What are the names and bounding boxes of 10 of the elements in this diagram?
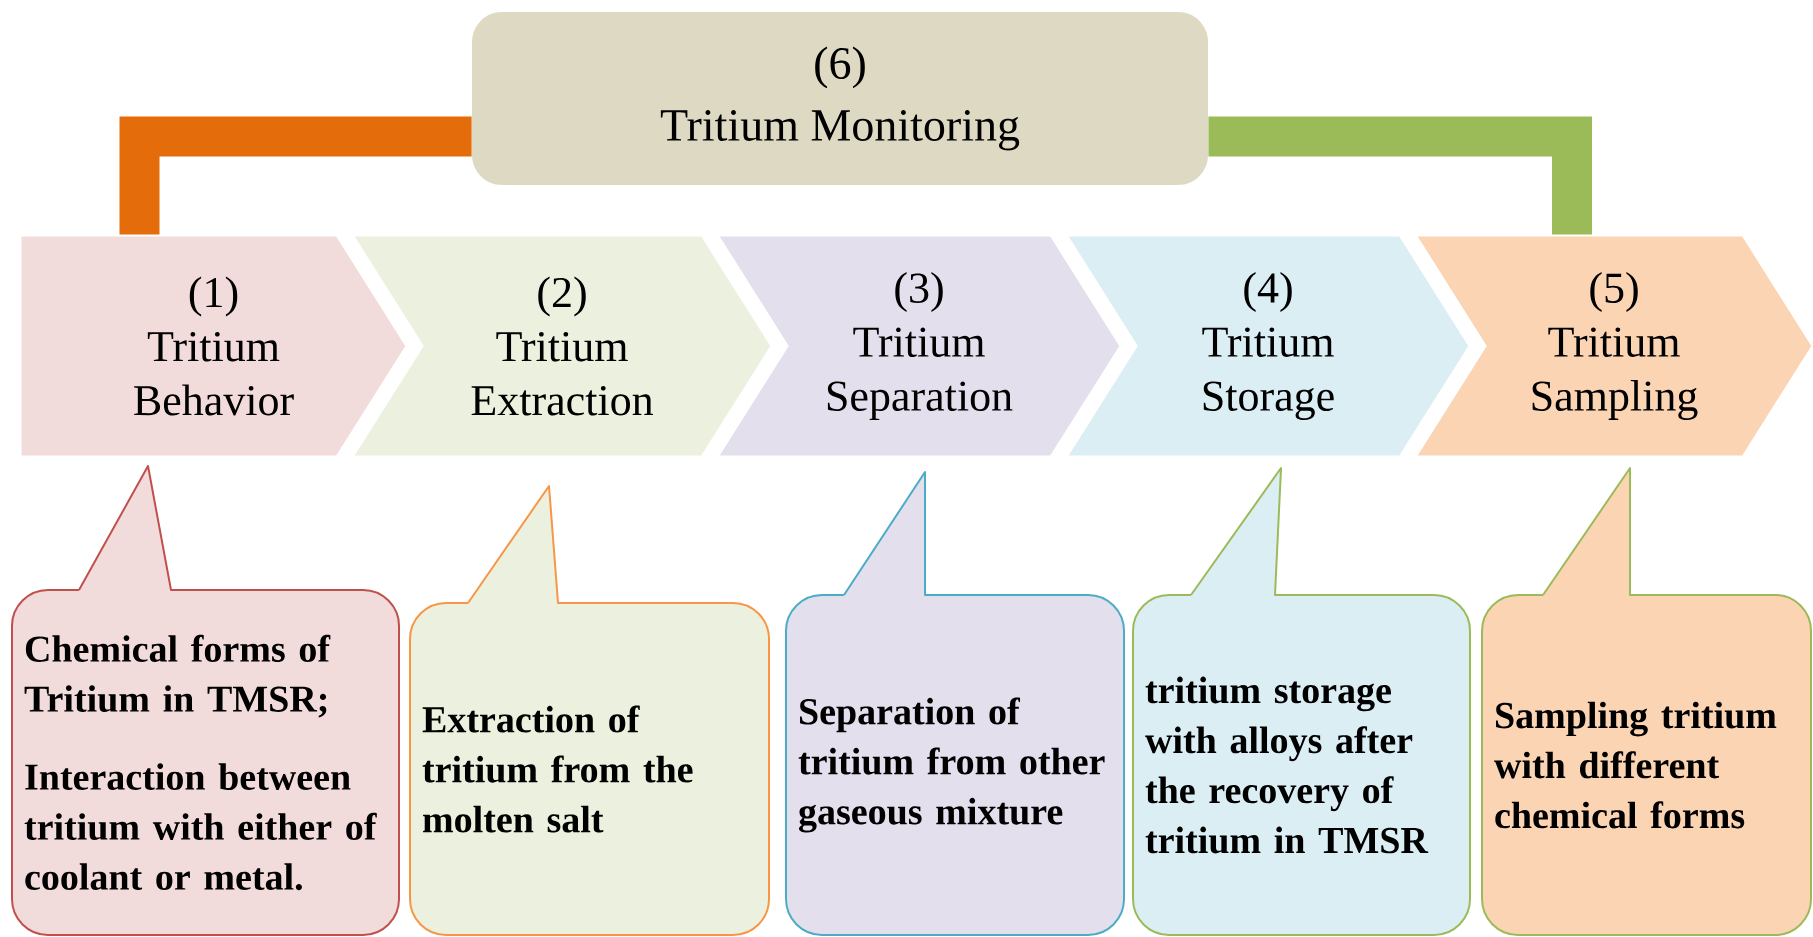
callout-bubble: Sampling tritium with different chemical forms <box>1481 467 1813 936</box>
callout-bubble: tritium storage with alloys after the recovery of tritium in TMSR <box>1132 467 1471 936</box>
step-banner: (5) Tritium Sampling <box>1412 233 1813 459</box>
process-box: (6) Tritium Monitoring <box>472 12 1208 185</box>
callout-bubble: Chemical forms of Tritium in TMSR; Interaction between tritium with either of coolant or metal. <box>11 465 400 936</box>
callout-bubble: Extraction of tritium from the molten salt <box>409 485 770 936</box>
connector-bar <box>1208 116 1592 235</box>
step-banner: (1) Tritium Behavior <box>18 233 409 459</box>
connector-bar <box>119 116 472 235</box>
callout-bubble: Separation of tritium from other gaseous mixture <box>785 471 1125 936</box>
